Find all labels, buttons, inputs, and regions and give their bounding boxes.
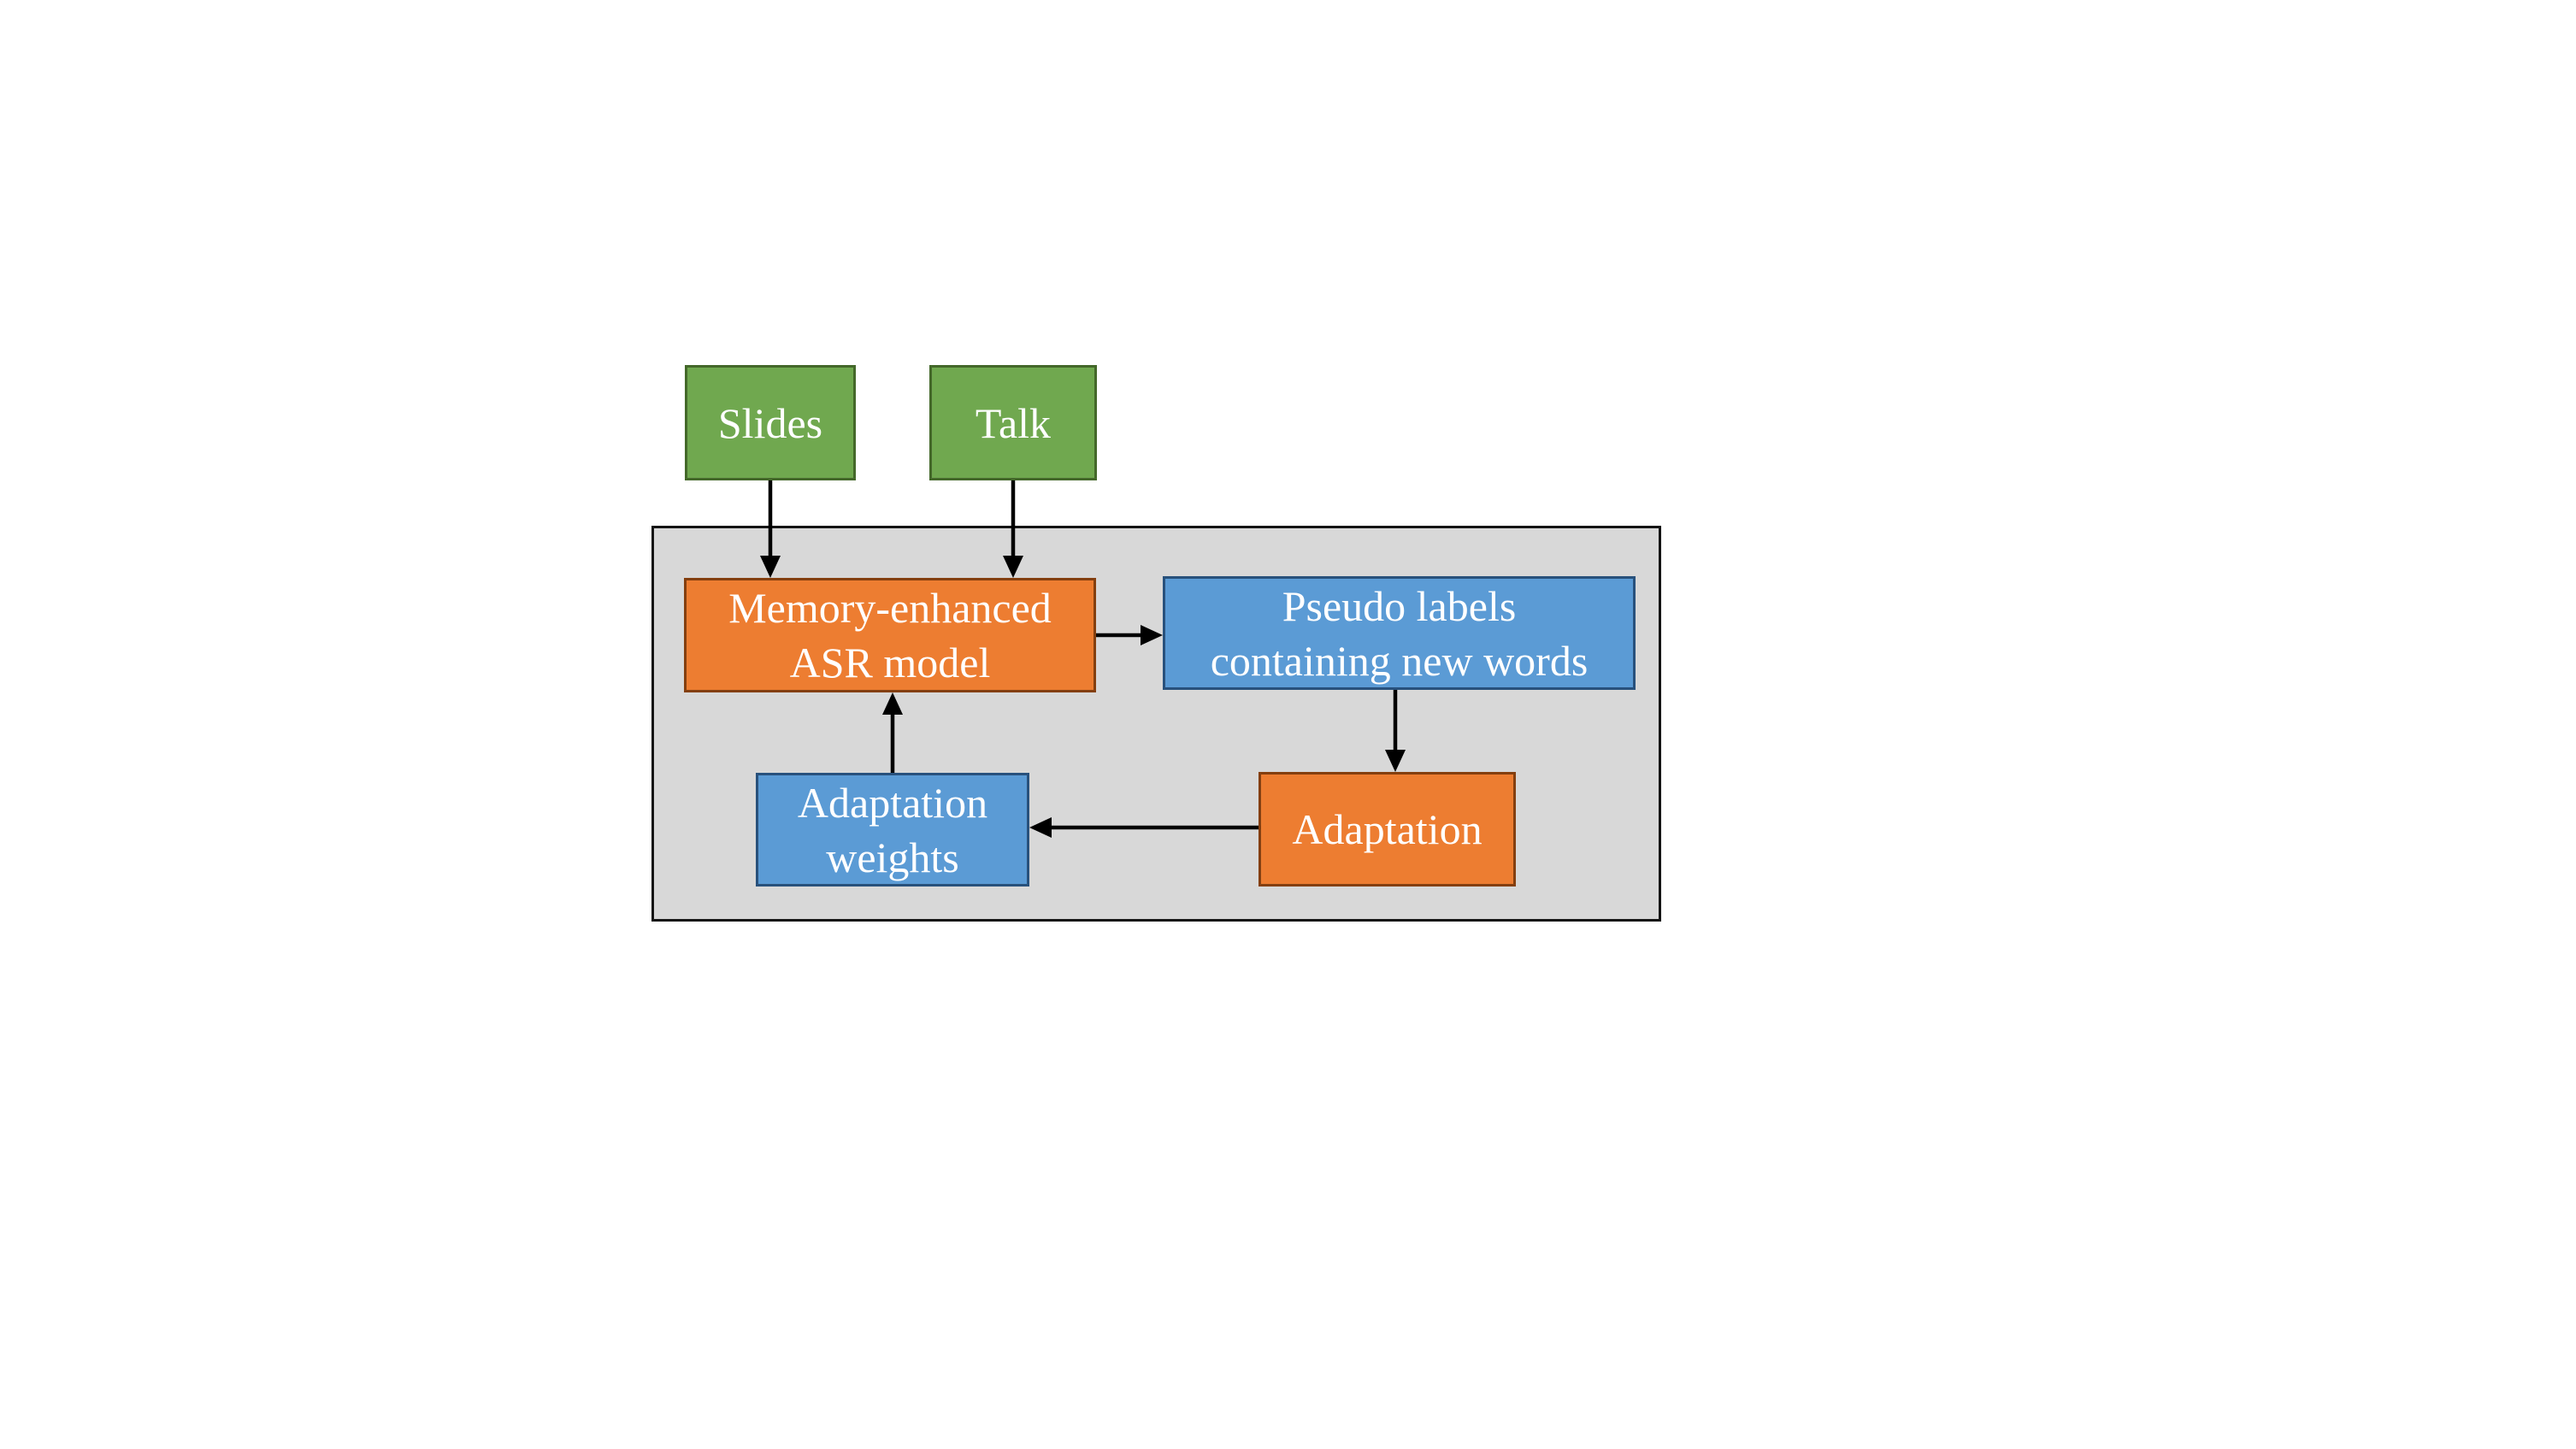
- adaptation-node: Adaptation: [1259, 772, 1516, 886]
- asr-model-label-line1: Memory-enhanced: [728, 584, 1052, 632]
- slides-label: Slides: [717, 398, 823, 447]
- adaptation-weights-node: Adaptation weights: [756, 773, 1029, 886]
- talk-label: Talk: [975, 398, 1052, 447]
- pseudo-labels-label-line1: Pseudo labels: [1282, 581, 1517, 630]
- pseudo-labels-node: Pseudo labels containing new words: [1163, 576, 1636, 690]
- slides-node: Slides: [685, 365, 856, 480]
- talk-node: Talk: [929, 365, 1097, 480]
- adaptation-weights-label-line2: weights: [826, 833, 959, 881]
- asr-model-node: Memory-enhanced ASR model: [684, 578, 1096, 692]
- asr-model-label-line2: ASR model: [789, 639, 991, 686]
- adaptation-weights-label-line1: Adaptation: [797, 778, 988, 827]
- adaptation-label: Adaptation: [1292, 805, 1483, 853]
- pseudo-labels-label-line2: containing new words: [1210, 636, 1589, 685]
